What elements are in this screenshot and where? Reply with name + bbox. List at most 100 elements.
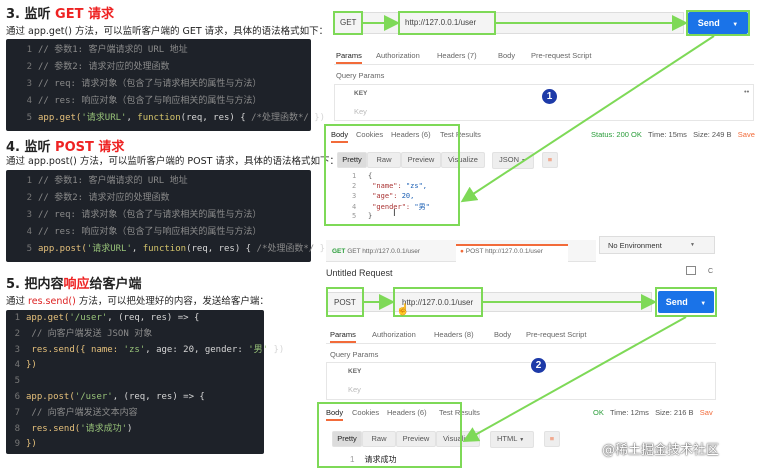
resp-tab-tests[interactable]: Test Results [440, 130, 481, 139]
resp-tab-tests[interactable]: Test Results [439, 408, 480, 417]
code-line: 4// res: 响应对象（包含了与响应相关的属性与方法） [6, 93, 262, 110]
code-comment: // 向客户端发送文本内容 [31, 407, 138, 418]
view-visualize-button[interactable]: Visualize [441, 152, 485, 168]
resp-tab-headers[interactable]: Headers (6) [387, 408, 427, 417]
code-token: }) [26, 439, 37, 450]
method-select[interactable]: POST [334, 298, 356, 307]
code-line: 4}) [6, 357, 37, 373]
resp-tab-body[interactable]: Body [326, 408, 344, 421]
line-number: 1 [14, 313, 20, 323]
view-preview-button[interactable]: Preview [396, 431, 436, 447]
url-input[interactable]: http://127.0.0.1/user [402, 298, 474, 307]
view-preview-button[interactable]: Preview [401, 152, 441, 168]
key-header: KEY [354, 90, 368, 97]
view-pretty-button[interactable]: Pretty [337, 152, 367, 168]
request-title[interactable]: Untitled Request [326, 268, 393, 278]
send-button[interactable]: Send ▼ [658, 291, 714, 313]
tab-authorization[interactable]: Authorization [372, 330, 416, 339]
url-input[interactable]: http://127.0.0.1/user [405, 18, 477, 27]
resp-tab-body[interactable]: Body [331, 130, 349, 143]
save-link[interactable]: Save [737, 130, 755, 139]
section-5-title: 5. 把内容响应给客户端 [6, 273, 142, 292]
json-value: 20, [401, 192, 415, 200]
watermark: @稀土掘金技术社区 [602, 443, 720, 458]
tab-body[interactable]: Body [498, 51, 516, 60]
tab-params[interactable]: Params [330, 330, 356, 343]
code-line: 1// 参数1: 客户端请求的 URL 地址 [6, 42, 188, 59]
section-5-desc: 通过 res.send() 方法，可以把处理好的内容，发送给客户端： [6, 293, 269, 307]
code-token: , [131, 244, 143, 254]
json-value: "男" [414, 203, 430, 211]
view-pretty-button[interactable]: Pretty [332, 431, 362, 447]
line-number: 1 [26, 176, 32, 186]
divider [334, 64, 754, 65]
resp-tab-cookies[interactable]: Cookies [352, 408, 380, 417]
line-number: 2 [352, 182, 357, 190]
code-line: 1// 参数1: 客户端请求的 URL 地址 [6, 173, 188, 190]
chevron-down-icon: ▼ [519, 437, 525, 443]
resp-tab-cookies[interactable]: Cookies [356, 130, 384, 139]
request-tab-get[interactable]: GET GET http://127.0.0.1/user [332, 248, 421, 255]
resp-tab-headers[interactable]: Headers (6) [391, 130, 431, 139]
tab-prerequest[interactable]: Pre-request Script [526, 330, 587, 339]
code-string: 'zs' [123, 344, 146, 355]
view-raw-button[interactable]: Raw [362, 431, 396, 447]
tab-headers[interactable]: Headers (8) [434, 330, 474, 339]
line-number: 2 [26, 193, 32, 203]
line-number: 4 [14, 360, 20, 371]
json-key: "age": [368, 192, 402, 200]
line-number: 5 [352, 212, 357, 220]
code-comment: // 参数2: 请求对应的处理函数 [38, 193, 170, 203]
desc-text: 通过 [6, 296, 29, 307]
line-number: 4 [352, 203, 357, 211]
code-token: app.get( [26, 313, 70, 323]
line-number: 2 [26, 62, 32, 72]
query-params-label: Query Params [330, 350, 379, 359]
more-icon[interactable]: •• [744, 87, 750, 96]
send-label: Send [697, 18, 720, 28]
method-select[interactable]: GET [340, 18, 357, 27]
code-line: 2 // 向客户端发送 JSON 对象 [6, 326, 153, 342]
request-tab-post[interactable] [456, 244, 568, 262]
key-input[interactable]: Key [348, 385, 361, 394]
comments-icon[interactable]: C [708, 268, 714, 275]
format-select[interactable]: HTML ▼ [490, 431, 534, 448]
line-number: 9 [14, 439, 20, 450]
format-label: JSON [499, 155, 520, 164]
title-highlight: 响应 [63, 277, 90, 292]
wrap-lines-icon[interactable]: ≡ [544, 431, 560, 447]
environment-label: No Environment [608, 241, 662, 250]
save-link[interactable]: Sav [699, 408, 713, 417]
save-icon[interactable] [686, 266, 696, 275]
json-line: 4 "gender": "男" [352, 202, 430, 212]
tab-body[interactable]: Body [494, 330, 512, 339]
code-string: '请求URL' [81, 113, 127, 123]
send-button[interactable]: Send ▼ [688, 12, 748, 34]
send-label: Send [665, 297, 688, 307]
key-input[interactable]: Key [354, 107, 367, 116]
json-key: "name": [368, 182, 406, 190]
code-keyword: function [137, 113, 181, 123]
code-token: res.send( [26, 423, 81, 434]
tab-prerequest[interactable]: Pre-request Script [531, 51, 592, 60]
line-number: 5 [14, 376, 20, 387]
view-raw-button[interactable]: Raw [367, 152, 401, 168]
tab-authorization[interactable]: Authorization [376, 51, 420, 60]
arrow-send-to-response [460, 35, 715, 203]
line-number: 3 [26, 79, 32, 89]
code-token: }) [268, 344, 285, 355]
environment-select[interactable] [599, 236, 715, 254]
request-tab-post-label: ● POST http://127.0.0.1/user [460, 248, 543, 255]
code-comment: // req: 请求对象（包含了与请求相关的属性与方法） [38, 79, 262, 89]
line-number: 8 [14, 423, 20, 434]
params-table [334, 84, 754, 121]
json-brace: } [368, 212, 373, 220]
json-line: 3 "age": 20, [352, 192, 414, 200]
tab-params[interactable]: Params [336, 51, 362, 64]
tab-headers[interactable]: Headers (7) [437, 51, 477, 60]
code-token: app.get( [38, 113, 82, 123]
title-text: 把内容 [24, 277, 64, 292]
wrap-lines-icon[interactable]: ≡ [542, 152, 558, 168]
